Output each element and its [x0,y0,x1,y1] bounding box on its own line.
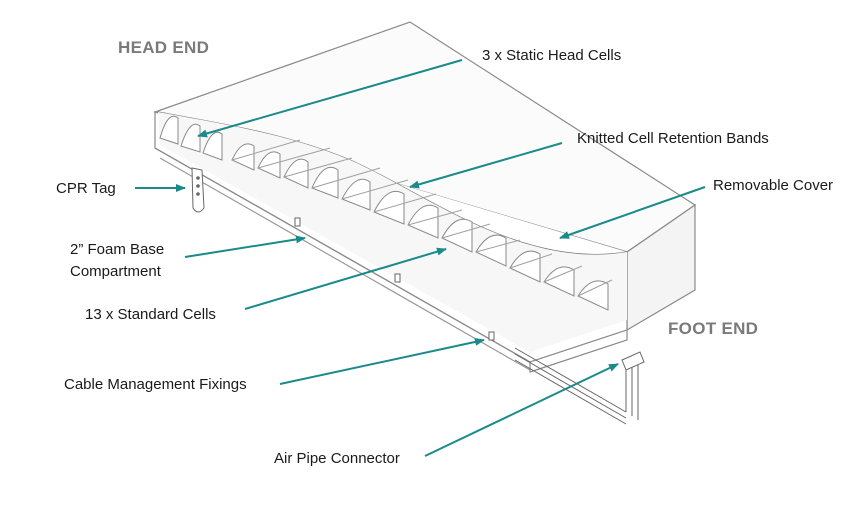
arrow-cable-fixings [279,337,485,385]
head-end-label: HEAD END [118,38,210,57]
arrow-static-head-cells [197,59,463,138]
arrow-foam-base [184,235,306,258]
arrow-removable-cover [559,186,706,239]
label-removable-cover: Removable Cover [713,177,834,194]
label-static-head-cells: 3 x Static Head Cells [482,47,622,64]
label-retention-bands: Knitted Cell Retention Bands [577,130,769,147]
label-air-pipe: Air Pipe Connector [274,450,400,467]
label-foam-base-line2: Compartment [70,263,161,280]
cpr-tag [191,167,205,213]
callout-arrows [135,59,706,457]
foot-end-label: FOOT END [668,319,759,338]
arrow-retention-bands [409,142,563,189]
label-cpr-tag: CPR Tag [56,180,116,197]
arrow-air-pipe [424,363,619,457]
label-cable-fixings: Cable Management Fixings [64,376,247,393]
air-pipe [514,347,645,425]
foam-base-band [154,147,531,363]
cable-fixings [294,217,495,341]
label-foam-base-line1: 2” Foam Base [70,241,165,258]
retention-bands [231,139,613,297]
label-standard-cells: 13 x Standard Cells [85,306,216,323]
arrow-standard-cells [244,247,447,310]
air-cells [159,115,609,311]
